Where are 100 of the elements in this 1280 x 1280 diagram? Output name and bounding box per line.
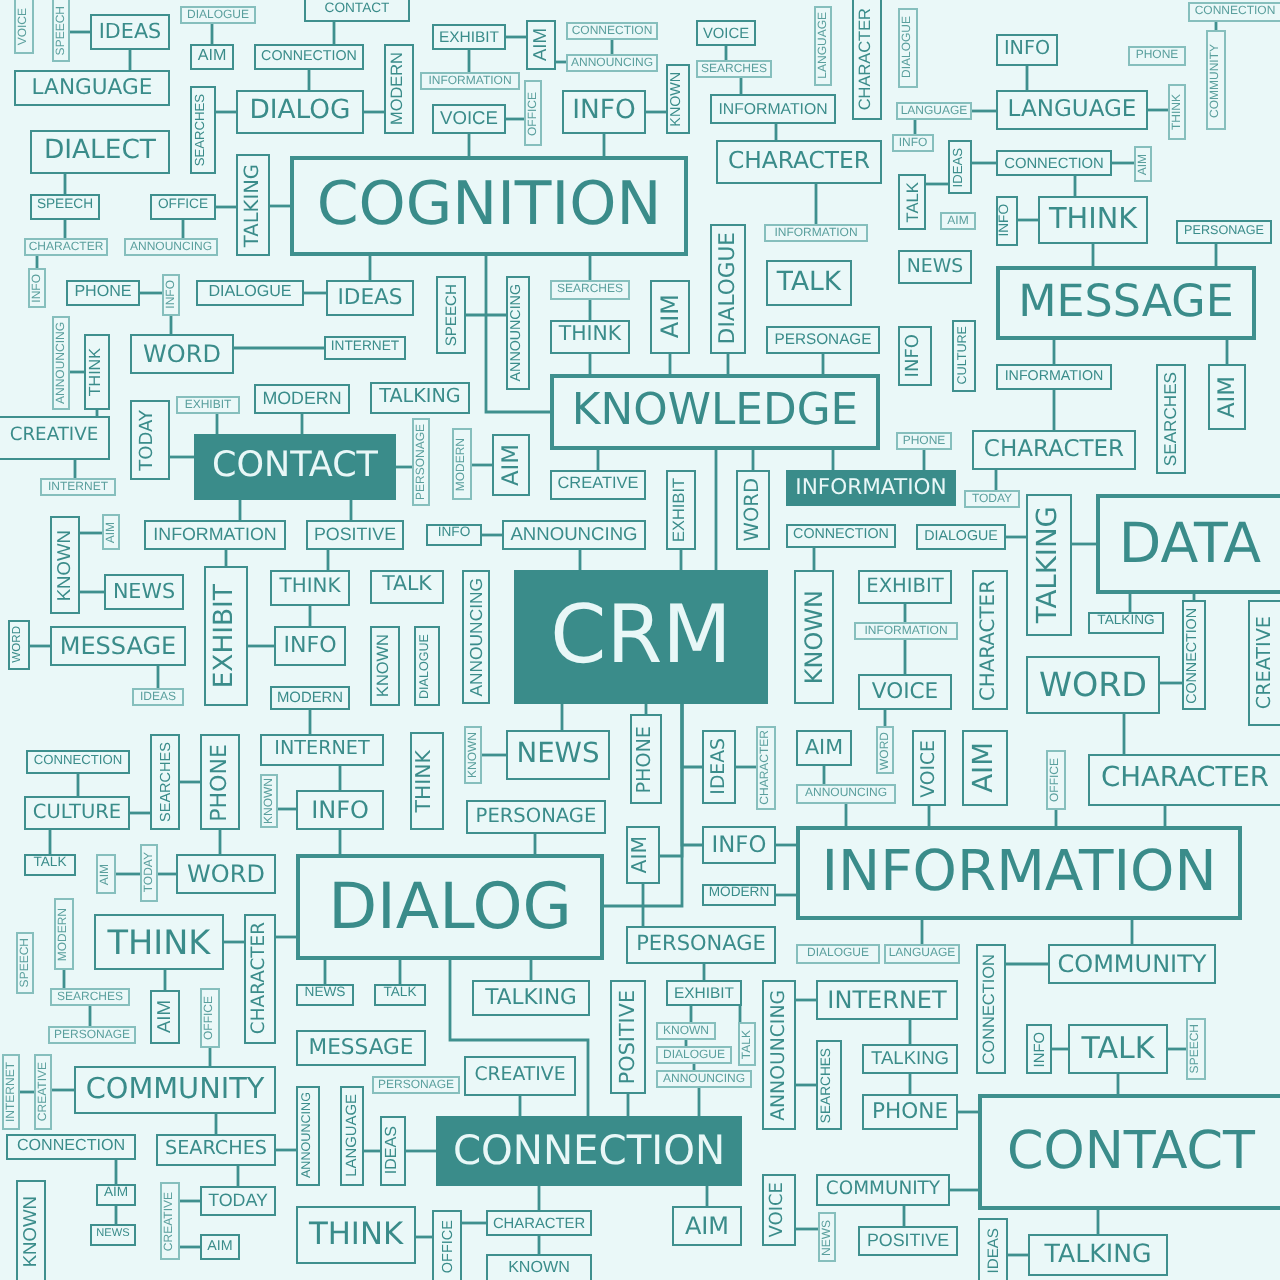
keyword: DIALOG [249,98,351,126]
keyword-frame [244,914,276,1044]
connector-line [950,1188,978,1192]
keyword-frame [196,280,304,306]
keyword: IDEAS [337,287,403,309]
keyword-frame [176,854,276,894]
keyword-frame [1186,1018,1206,1080]
connector-line [308,710,312,734]
keyword-frame [736,470,770,550]
keyword: PHONE [871,1101,949,1123]
keyword-frame [380,1116,406,1186]
keyword-frame [236,90,364,134]
keyword-frame [550,320,630,354]
keyword-frame [296,1206,416,1264]
keyword-frame [176,396,240,414]
connector-line [128,50,132,70]
keyword-frame [200,1186,276,1216]
connector-line [472,463,492,467]
keyword-frame [566,22,658,40]
connector-line [1130,920,1134,944]
connector-line [1096,1210,1100,1234]
keyword-frame [144,520,286,550]
connector-line [1160,681,1182,685]
keyword-frame [200,734,240,830]
keyword-frame [436,1116,742,1186]
keyword-frame [54,898,74,970]
connector-line [972,109,996,113]
keyword: TALK [382,576,432,598]
keyword: INFORMATION [795,477,947,499]
keyword: KNOWN [508,1259,570,1277]
keyword: AIM [632,836,654,874]
connector-line [714,450,718,570]
keyword: POSITIVE [617,989,639,1085]
connector-line [1091,244,1095,266]
connector-line [52,1088,74,1092]
keyword: PHONE [74,284,132,302]
keyword-frame [16,932,34,994]
keyword-frame [656,1046,732,1064]
keyword-frame [180,6,256,24]
keyword: ANNOUNCING [769,989,789,1121]
keyword: COMMUNITY [825,1180,941,1200]
keyword-frame [130,400,170,480]
keyword: TALK [776,269,842,297]
connector-line [130,811,150,815]
keyword-frame [14,70,170,106]
keyword-frame [156,1134,276,1166]
keyword-frame [432,24,506,50]
keyword-frame [916,524,1006,550]
keyword: THINK [88,347,106,397]
keyword-frame [876,726,894,774]
connector-line [323,960,327,984]
keyword-frame [672,1206,742,1246]
connector-line [338,766,342,790]
connector-line [406,1149,436,1153]
keyword-frame [766,326,880,354]
keyword: LANGUAGE [31,77,153,99]
keyword-frame [96,854,116,894]
keyword: INFORMATION [153,526,277,544]
connector-line [588,354,592,374]
keyword: PHONE [208,743,232,821]
connector-line [958,1110,978,1114]
connector-line [902,1206,906,1226]
connector-line [537,1186,541,1210]
keyword-frame [626,926,776,964]
keyword-frame [204,566,248,706]
keyword-frame [1168,84,1186,140]
keyword-frame [2,1054,20,1130]
connector-line [602,134,606,156]
keyword-frame [132,688,184,706]
keyword-frame [190,44,234,70]
connector-line [216,205,236,209]
connector-line [1073,176,1077,196]
keyword-frame [566,54,658,72]
connector-line [48,830,52,854]
keyword-frame [794,570,834,704]
keyword-frame [420,72,520,90]
keyword-frame [160,1182,180,1260]
keyword-frame [626,826,660,884]
connector-line [588,256,592,280]
keyword: AIM [971,742,999,794]
keyword: POSITIVE [866,1232,950,1250]
keyword-frame [0,416,110,460]
keyword-frame [996,34,1058,66]
keyword-frame [492,434,530,496]
keyword-frame [630,714,662,804]
keyword-frame [432,1210,462,1280]
connector-line [180,1199,200,1203]
keyword-frame [1096,494,1280,594]
connector-line [448,960,590,1116]
connector-line [300,414,304,434]
keyword-frame [852,0,882,120]
keyword-frame [702,730,736,804]
keyword: MODERN [390,52,408,126]
keyword-frame [1026,494,1072,636]
keyword-frame [370,382,470,414]
keyword-frame [796,784,896,804]
connector-line [216,110,236,114]
keyword-frame [254,384,350,414]
keyword-frame [1156,364,1186,474]
connector-line [307,70,311,90]
